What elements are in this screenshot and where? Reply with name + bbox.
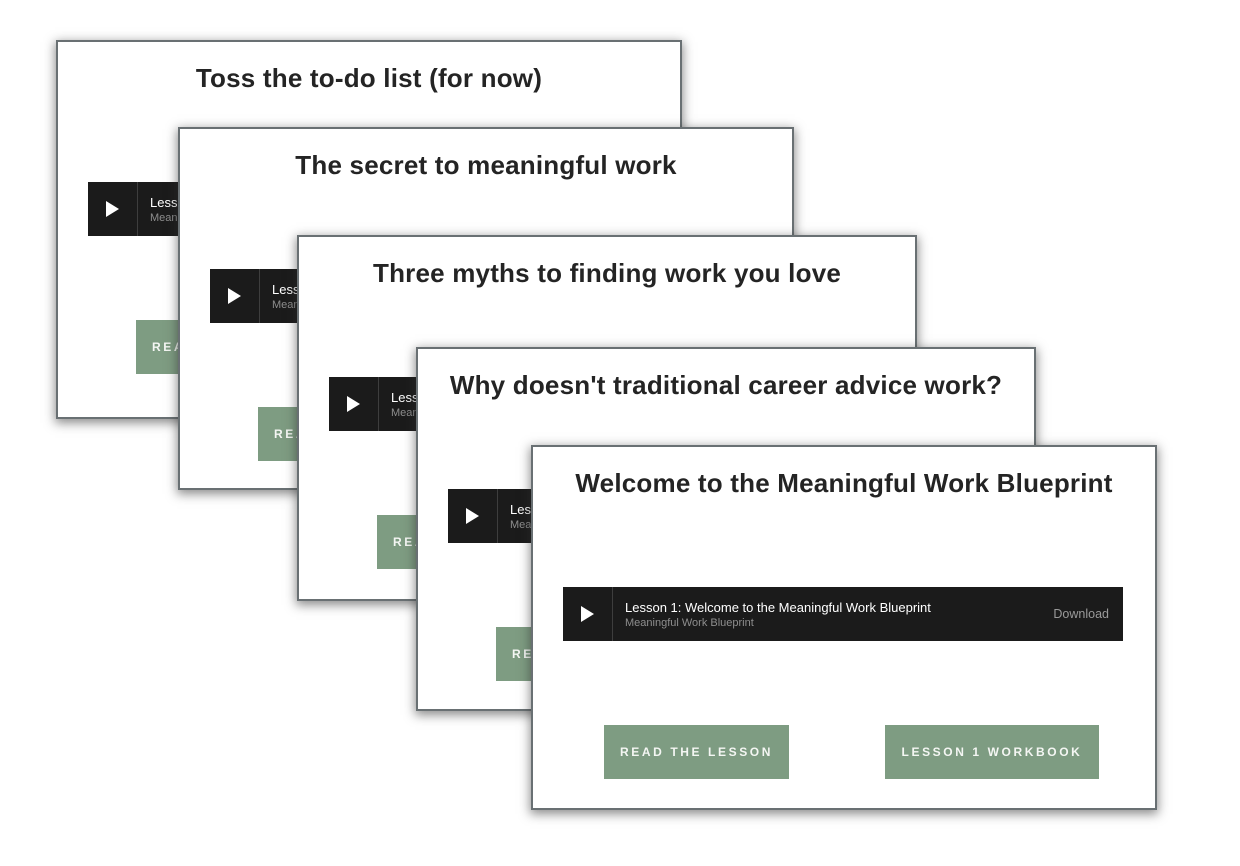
play-icon	[228, 288, 241, 304]
lesson-title: Three myths to finding work you love	[372, 258, 842, 288]
play-icon	[347, 396, 360, 412]
play-button[interactable]	[210, 269, 260, 323]
player-track-subtitle: Mean	[150, 211, 178, 224]
player-track-info: Less Mean	[138, 182, 648, 236]
play-button[interactable]	[329, 377, 379, 431]
player-track-title: Lesson 1: Welcome to the Meaningful Work…	[625, 599, 931, 615]
player-track-subtitle: Meaningful Work Blueprint	[625, 616, 754, 629]
play-icon	[466, 508, 479, 524]
lesson-title: The secret to meaningful work	[295, 150, 677, 180]
audio-player: Lesson 1: Welcome to the Meaningful Work…	[563, 587, 1123, 641]
player-track-info: Les Mea	[498, 489, 1008, 543]
read-lesson-button[interactable]: READ THE LESSON	[604, 725, 789, 779]
lesson-title: Why doesn't traditional career advice wo…	[449, 370, 1003, 400]
lesson-card-welcome-blueprint: Welcome to the Meaningful Work Blueprint…	[531, 445, 1157, 810]
play-button[interactable]	[563, 587, 613, 641]
play-button[interactable]	[88, 182, 138, 236]
player-track-title: Les	[510, 501, 531, 517]
play-icon	[581, 606, 594, 622]
player-track-info: Less Mean	[379, 377, 889, 431]
lesson-title: Toss the to-do list (for now)	[195, 63, 543, 93]
player-track-subtitle: Meani	[272, 298, 302, 311]
player-track-title: Less	[150, 194, 178, 210]
play-icon	[106, 201, 119, 217]
player-track-subtitle: Mean	[391, 406, 419, 419]
player-track-subtitle: Mea	[510, 518, 532, 531]
player-track-info: Lesson 1: Welcome to the Meaningful Work…	[613, 587, 1053, 641]
lesson-workbook-button[interactable]: LESSON 1 WORKBOOK	[885, 725, 1099, 779]
player-track-title: Less	[391, 389, 419, 405]
download-link[interactable]: Download	[1053, 607, 1109, 621]
play-button[interactable]	[448, 489, 498, 543]
lesson-title: Welcome to the Meaningful Work Blueprint	[575, 468, 1113, 498]
